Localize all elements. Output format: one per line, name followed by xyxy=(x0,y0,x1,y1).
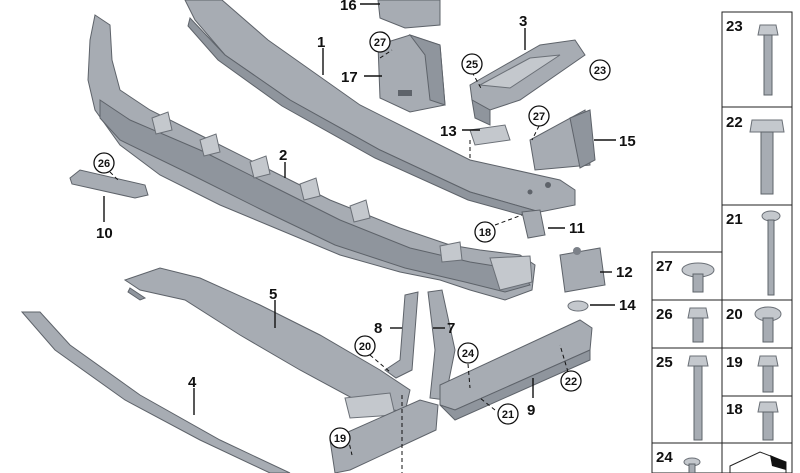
callout-13: 13 xyxy=(440,123,457,140)
ref-circle-27-right: 27 xyxy=(533,111,545,123)
bracket-10 xyxy=(69,169,149,199)
callout-16: 16 xyxy=(340,0,357,14)
bracket-12 xyxy=(559,247,606,293)
ref-circle-22: 22 xyxy=(565,376,577,388)
hardware-label-21: 21 xyxy=(726,211,743,228)
ref-circle-21: 21 xyxy=(502,409,514,421)
hardware-label-24: 24 xyxy=(656,449,673,466)
lower-trim-strip xyxy=(20,311,291,473)
hardware-label-22: 22 xyxy=(726,114,743,131)
lower-front-member xyxy=(329,399,439,473)
hardware-label-25: 25 xyxy=(656,354,673,371)
ref-circle-25: 25 xyxy=(466,59,478,71)
hardware-panel: 23 22 21 27 26 20 25 19 18 24 xyxy=(651,11,793,473)
ref-circle-26: 26 xyxy=(98,158,110,170)
bolt-25-icon xyxy=(687,355,709,441)
ref-circle-23: 23 xyxy=(594,65,606,77)
ref-circle-24: 24 xyxy=(462,348,475,360)
bolt-19-icon xyxy=(757,355,779,393)
callout-15: 15 xyxy=(619,133,636,150)
screw-27-icon xyxy=(681,262,715,293)
arrow-tag-icon xyxy=(729,451,787,473)
bolt-18-icon xyxy=(757,401,779,441)
lower-cross-member xyxy=(123,267,411,419)
callout-17: 17 xyxy=(341,69,358,86)
callout-5: 5 xyxy=(269,286,277,303)
clip-24-icon xyxy=(683,457,701,473)
hardware-label-23: 23 xyxy=(726,18,743,35)
impact-beam xyxy=(87,14,536,301)
bracket-11 xyxy=(521,209,546,239)
callout-4: 4 xyxy=(188,374,197,391)
callout-7: 7 xyxy=(447,320,455,337)
ref-circle-18: 18 xyxy=(479,227,491,239)
callout-10: 10 xyxy=(96,225,113,242)
side-bracket-16 xyxy=(377,0,441,29)
callout-12: 12 xyxy=(616,264,633,281)
hardware-label-18: 18 xyxy=(726,401,743,418)
ref-circle-27-top: 27 xyxy=(374,37,386,49)
side-bracket-17 xyxy=(377,34,446,113)
ref-circle-20: 20 xyxy=(359,341,371,353)
retaining-plate xyxy=(469,124,511,146)
hardware-label-26: 26 xyxy=(656,306,673,323)
callout-14: 14 xyxy=(619,297,636,314)
leader-lines xyxy=(103,3,616,473)
screw-20-icon xyxy=(754,306,782,343)
callout-1: 1 xyxy=(317,34,325,51)
bolt-23-icon xyxy=(757,24,779,96)
callout-2: 2 xyxy=(279,147,287,164)
clip-14 xyxy=(567,300,589,312)
callout-11: 11 xyxy=(569,220,585,237)
hardware-label-19: 19 xyxy=(726,354,743,371)
hardware-label-27: 27 xyxy=(656,258,673,275)
upper-mounting-bracket xyxy=(469,39,586,126)
bracket-15 xyxy=(529,109,596,171)
hardware-label-20: 20 xyxy=(726,306,743,323)
bolt-21-icon xyxy=(761,210,781,296)
lower-side-member xyxy=(439,319,593,421)
ref-circle-19: 19 xyxy=(334,433,346,445)
callout-8: 8 xyxy=(374,320,382,337)
support-strut-8 xyxy=(384,291,419,379)
callout-3: 3 xyxy=(519,13,527,30)
circled-references: 27 25 23 27 26 18 20 24 22 21 19 xyxy=(93,31,611,449)
callout-9: 9 xyxy=(527,402,535,419)
callout-numbers: 1 2 3 4 5 7 8 9 10 11 12 14 13 15 16 17 xyxy=(96,0,636,419)
bolt-26-icon xyxy=(687,307,709,343)
bolt-22-icon xyxy=(749,119,785,195)
